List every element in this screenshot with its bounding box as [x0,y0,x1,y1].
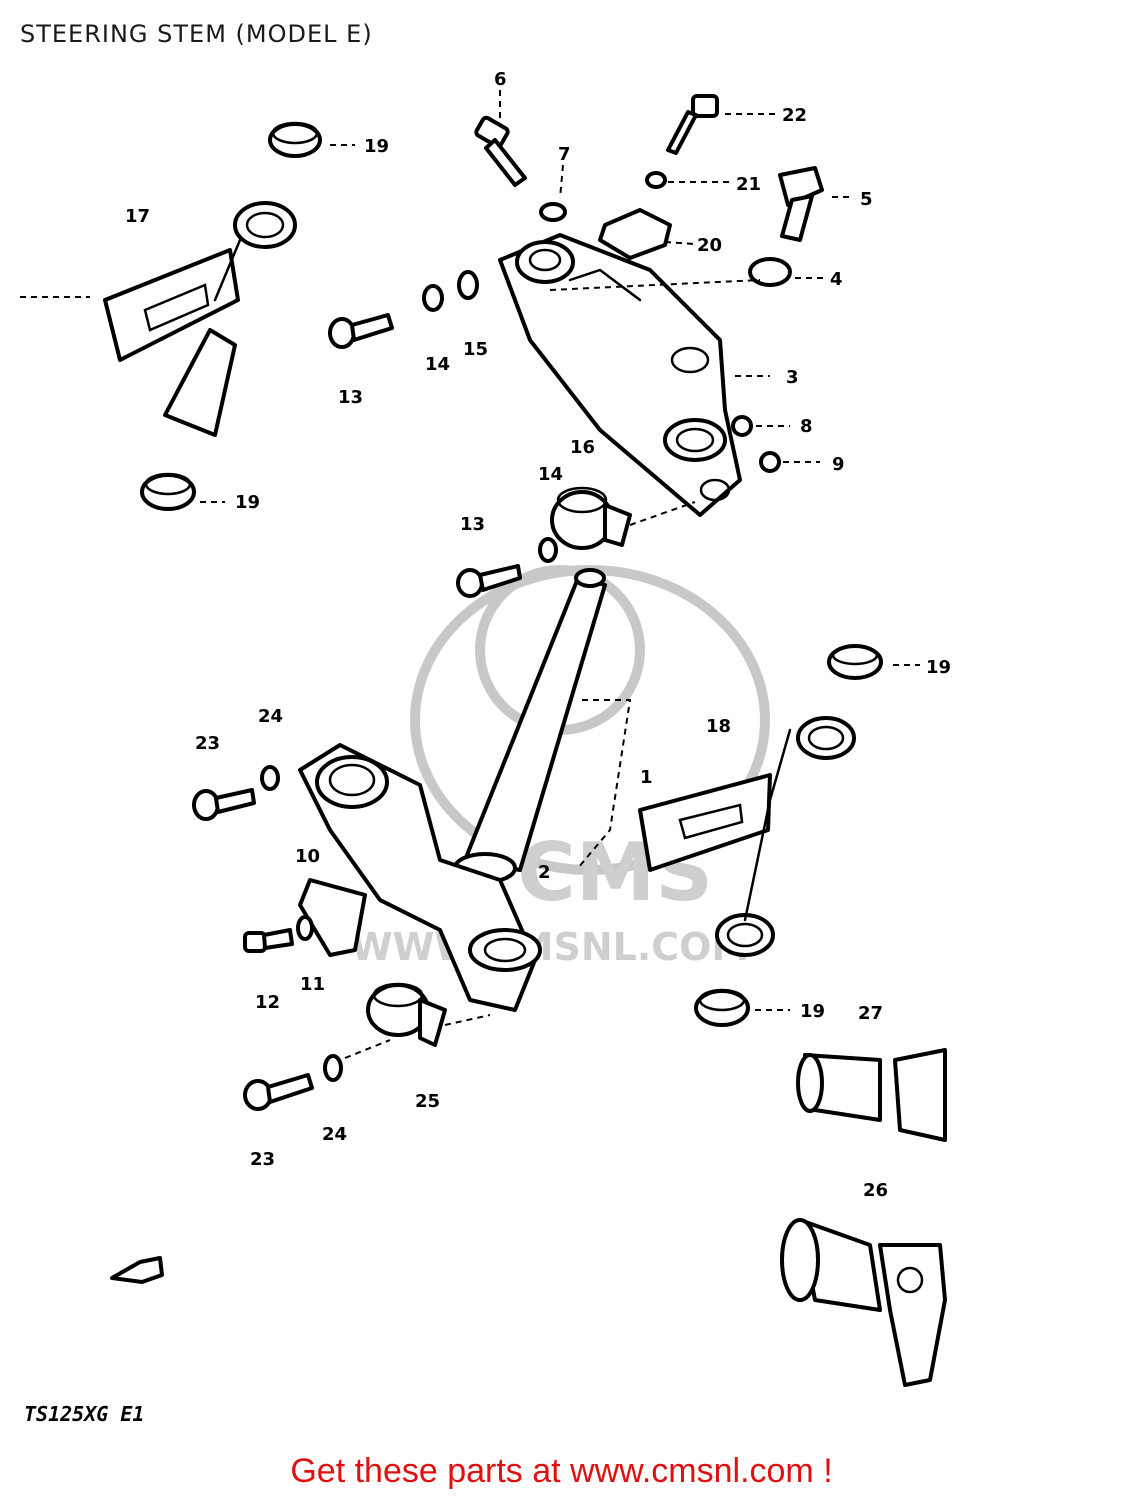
part-16-clamp [550,486,632,550]
callout-26: 26 [863,1180,888,1201]
part-12-bolt [243,928,294,953]
part-8-nut [731,415,753,437]
part-5-bolt [778,166,824,242]
callout-23-upper: 23 [195,733,220,754]
callout-22: 22 [782,105,807,126]
part-19-cushion-top-left [268,121,322,158]
callout-23-lower: 23 [250,1149,275,1170]
part-4-washer [748,257,792,287]
part-23-bolt-upper [192,788,256,821]
callout-2: 2 [538,862,551,883]
part-11-washer [296,915,314,941]
part-23-bolt-lower [243,1073,314,1111]
callout-16: 16 [570,437,595,458]
part-14-washer-lower [538,537,558,563]
callout-25: 25 [415,1091,440,1112]
callout-27: 27 [858,1003,883,1024]
part-26-ignition-lock [780,1218,947,1387]
part-17-handlebar-holder [103,201,297,437]
part-6-bolt [474,115,527,187]
callout-15: 15 [463,339,488,360]
part-13-bolt-lower [456,564,522,598]
callout-1: 1 [640,767,653,788]
callout-19-top: 19 [364,136,389,157]
callout-14-upper: 14 [425,354,450,375]
part-9-nut [759,451,781,473]
part-19-cushion-mid-left [140,472,196,511]
part-10-bracket [298,878,367,957]
callout-13-upper: 13 [338,387,363,408]
part-21-nut [645,171,667,189]
part-24-washer-upper [260,765,280,791]
lower-bracket [298,743,542,1012]
part-7-washer [539,202,567,222]
callout-24-lower: 24 [322,1124,347,1145]
watermark-site: WWW.CMSNL.COM [351,925,750,969]
callout-19-lower: 19 [800,1001,825,1022]
part-19-cushion-lower-right [694,988,750,1027]
page-title: STEERING STEM (MODEL E) [20,20,373,48]
part-18-handlebar-holder [638,716,856,957]
direction-arrow-icon [110,1256,164,1284]
callout-12: 12 [255,992,280,1013]
part-27-steering-lock [796,1048,947,1142]
part-25-clamp [366,982,447,1047]
part-3-upper-bracket [498,233,742,517]
callout-19-left: 19 [235,492,260,513]
callout-7: 7 [558,144,571,165]
callout-13-lower: 13 [460,514,485,535]
callout-17: 17 [125,206,150,227]
callout-8: 8 [800,416,813,437]
callout-11: 11 [300,974,325,995]
callout-24-upper: 24 [258,706,283,727]
callout-21: 21 [736,174,761,195]
part-20-cap [598,208,672,260]
callout-20: 20 [697,235,722,256]
callout-9: 9 [832,454,845,475]
callout-4: 4 [830,269,843,290]
cta-link[interactable]: Get these parts at www.cmsnl.com ! [290,1452,833,1490]
callout-19-right: 19 [926,657,951,678]
model-code: TS125XG E1 [24,1402,145,1426]
callout-6: 6 [494,69,507,90]
part-13-bolt-upper [328,313,394,349]
callout-5: 5 [860,189,873,210]
part-24-washer-lower [323,1054,343,1082]
part-1-steering-stem [463,568,607,872]
callout-18: 18 [706,716,731,737]
leader-lines [20,90,920,1059]
callouts: 1 2 3 4 5 6 7 8 9 10 11 12 13 13 14 14 1… [125,69,951,1201]
part-15-washer [457,270,479,300]
part-19-cushion-right [827,644,883,680]
callout-14-lower: 14 [538,464,563,485]
callout-3: 3 [786,367,799,388]
part-22-bolt [666,94,719,155]
part-14-washer-upper [422,284,444,312]
callout-10: 10 [295,846,320,867]
